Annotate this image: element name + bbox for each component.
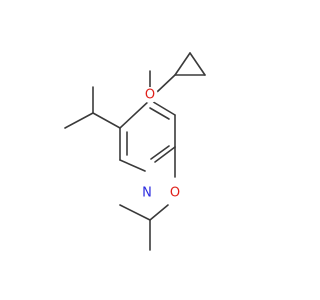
bond-double-c2-n1 [150, 145, 170, 160]
bond-c4-c3 [149, 99, 176, 116]
bond-cp-a [174, 52, 191, 76]
atom-label-n1: N [142, 186, 152, 201]
bond-ipr-me2 [64, 112, 94, 129]
molecule-structure: N O O [64, 52, 206, 251]
atom-n1: N [139, 185, 155, 201]
bond-o-ring-ch [149, 204, 169, 221]
bond-o-side-cp [156, 74, 176, 93]
bond-c2-n1 [154, 146, 176, 163]
bond-n1-c6 [119, 159, 146, 172]
bond-cp-c [189, 52, 206, 76]
bonds [64, 52, 206, 251]
atom-o-ring: O [167, 185, 183, 201]
atom-label-o-ring: O [170, 186, 180, 201]
atom-label-o-side: O [145, 88, 155, 103]
atom-o-side: O [142, 87, 158, 103]
bond-c5-ipr [92, 112, 121, 129]
bond-double-c4-c3 [149, 107, 170, 120]
bond-c5-c4 [119, 99, 151, 129]
bond-ch-me1 [119, 204, 151, 221]
